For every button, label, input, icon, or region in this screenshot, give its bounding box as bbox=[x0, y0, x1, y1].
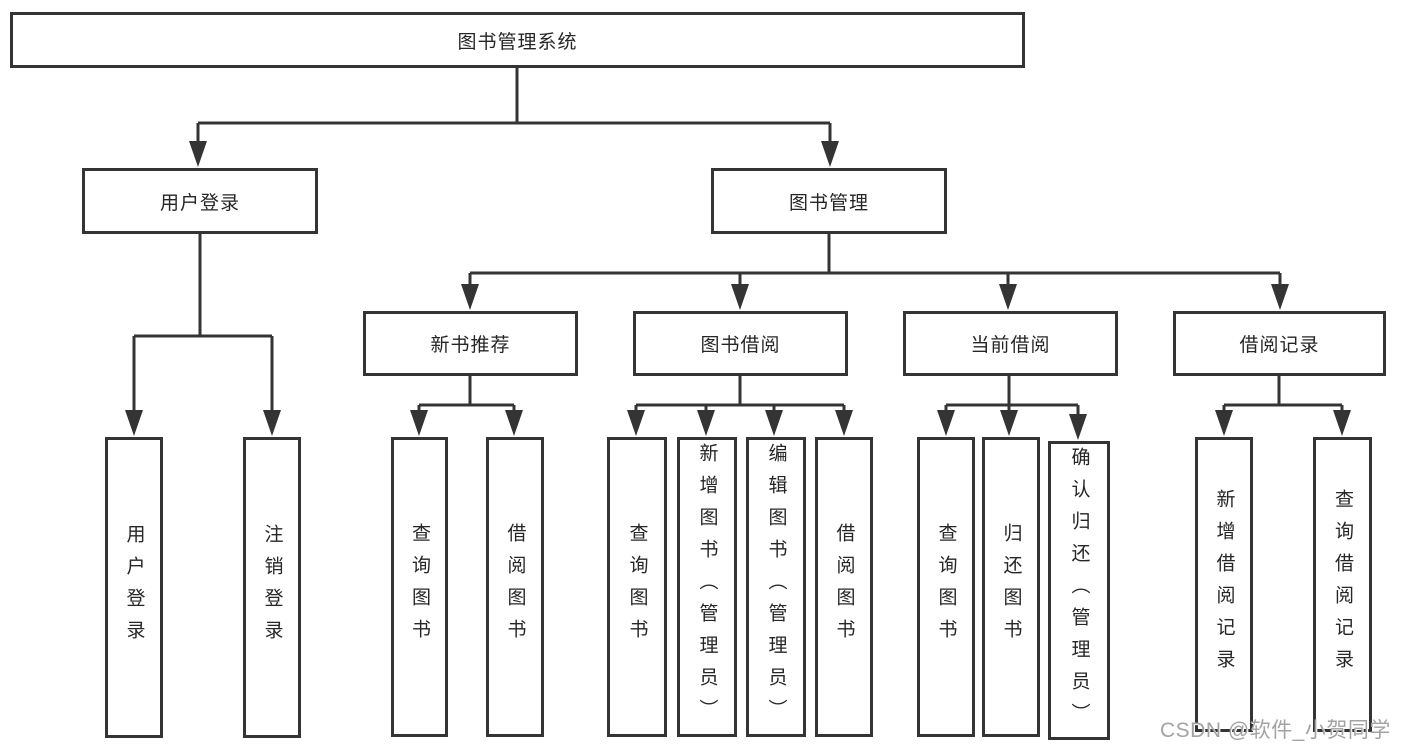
leaf-current-return-books: 归还图书 bbox=[982, 437, 1040, 737]
leaf-user-login-label: 用户登录 bbox=[123, 523, 145, 652]
node-user-login: 用户登录 bbox=[82, 168, 318, 234]
node-new-book-recommendation: 新书推荐 bbox=[363, 311, 578, 376]
leaf-records-query-record: 查询借阅记录 bbox=[1313, 437, 1372, 732]
node-library-management-system-label: 图书管理系统 bbox=[457, 31, 578, 53]
node-book-borrowing-label: 图书借阅 bbox=[700, 335, 781, 356]
leaf-user-login: 用户登录 bbox=[105, 437, 163, 738]
node-book-management-label: 图书管理 bbox=[788, 192, 869, 214]
node-current-borrowing: 当前借阅 bbox=[903, 311, 1118, 376]
leaf-borrowing-borrow-books: 借阅图书 bbox=[815, 437, 873, 737]
leaf-records-query-record-label: 查询借阅记录 bbox=[1332, 488, 1353, 681]
leaf-current-query-books: 查询图书 bbox=[917, 437, 975, 737]
leaf-borrowing-add-books-admin: 新增图书（管理员） bbox=[677, 437, 737, 737]
node-current-borrowing-label: 当前借阅 bbox=[970, 335, 1051, 356]
leaf-borrowing-edit-books-admin: 编辑图书（管理员） bbox=[746, 437, 806, 737]
leaf-recommend-query-books-label: 查询图书 bbox=[409, 523, 430, 651]
node-book-borrowing: 图书借阅 bbox=[633, 311, 848, 376]
leaf-borrowing-edit-books-admin-label: 编辑图书（管理员） bbox=[765, 443, 787, 731]
node-borrowing-records: 借阅记录 bbox=[1173, 311, 1386, 376]
leaf-records-add-record-label: 新增借阅记录 bbox=[1213, 488, 1235, 681]
leaf-recommend-borrow-books: 借阅图书 bbox=[486, 437, 544, 737]
node-library-management-system: 图书管理系统 bbox=[10, 12, 1025, 68]
node-user-login-label: 用户登录 bbox=[159, 192, 240, 214]
leaf-borrowing-borrow-books-label: 借阅图书 bbox=[833, 523, 855, 651]
leaf-logout-label: 注销登录 bbox=[261, 523, 283, 652]
node-borrowing-records-label: 借阅记录 bbox=[1239, 335, 1320, 356]
leaf-current-return-books-label: 归还图书 bbox=[1000, 523, 1022, 651]
leaf-current-confirm-return-admin-label: 确认归还（管理员） bbox=[1068, 446, 1090, 735]
arrowheads bbox=[125, 141, 1351, 440]
leaf-logout: 注销登录 bbox=[243, 437, 301, 738]
leaf-records-add-record: 新增借阅记录 bbox=[1195, 437, 1253, 732]
leaf-current-confirm-return-admin: 确认归还（管理员） bbox=[1048, 441, 1110, 740]
leaf-recommend-borrow-books-label: 借阅图书 bbox=[504, 523, 526, 651]
node-new-book-recommendation-label: 新书推荐 bbox=[430, 335, 511, 356]
leaf-borrowing-add-books-admin-label: 新增图书（管理员） bbox=[696, 443, 718, 731]
leaf-current-query-books-label: 查询图书 bbox=[935, 523, 957, 651]
node-book-management: 图书管理 bbox=[711, 168, 947, 234]
leaf-borrowing-query-books-label: 查询图书 bbox=[626, 523, 648, 651]
csdn-watermark: CSDN @软件_小贺同学 bbox=[1160, 719, 1391, 742]
leaf-recommend-query-books: 查询图书 bbox=[391, 437, 448, 737]
leaf-borrowing-query-books: 查询图书 bbox=[607, 437, 667, 737]
